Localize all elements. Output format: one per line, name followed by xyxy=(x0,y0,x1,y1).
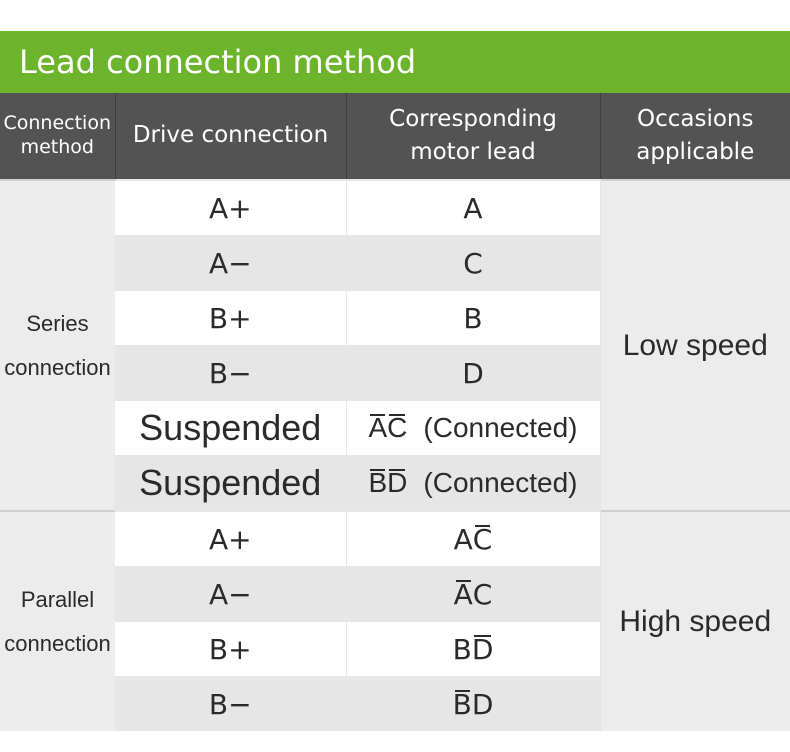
lead-cell: B xyxy=(345,290,600,346)
lead-cell: A xyxy=(345,179,600,236)
lead-note: (Connected) xyxy=(423,412,578,443)
lead-letter: B xyxy=(452,687,472,721)
header-drive-connection: Drive connection xyxy=(114,93,346,180)
page-title: Lead connection method xyxy=(0,31,790,93)
lead-cell: AC xyxy=(345,510,600,567)
lead-letter: B xyxy=(368,467,388,498)
drive-cell: B− xyxy=(115,345,346,401)
lead-letter: B xyxy=(452,632,472,666)
occasion-low-speed: Low speed xyxy=(599,179,790,511)
drive-cell: A+ xyxy=(115,510,346,567)
lead-cell: AC xyxy=(345,566,600,622)
lead-cell: BD (Connected) xyxy=(345,455,600,511)
lead-cell: BD xyxy=(345,621,600,677)
lead-letter: A xyxy=(368,412,388,443)
lead-letter: A xyxy=(453,522,473,556)
lead-cell: D xyxy=(345,345,600,401)
drive-cell: B− xyxy=(115,676,346,731)
table-row: Suspended AC (Connected) xyxy=(0,400,790,456)
lead-note: (Connected) xyxy=(423,467,578,498)
drive-cell: B+ xyxy=(115,621,346,677)
drive-cell: A+ xyxy=(115,179,346,236)
table-row: A− AC xyxy=(0,566,790,622)
lead-letter: C xyxy=(472,522,493,556)
table-row: A− C xyxy=(0,235,790,291)
table-row: Suspended BD (Connected) xyxy=(0,455,790,511)
drive-cell: Suspended xyxy=(115,400,346,456)
lead-letter: D xyxy=(387,467,408,498)
table-row: B− D xyxy=(0,345,790,401)
lead-letter: D xyxy=(471,632,494,666)
table-row: B− BD xyxy=(0,676,790,731)
lead-letter: C xyxy=(472,577,493,611)
table-row: B+ BD xyxy=(0,621,790,677)
lead-letter: C xyxy=(387,412,408,443)
table-row: B+ B xyxy=(0,290,790,346)
lead-cell: AC (Connected) xyxy=(345,400,600,456)
drive-cell: Suspended xyxy=(115,455,346,511)
lead-letter: D xyxy=(471,687,494,721)
lead-cell: BD xyxy=(345,676,600,731)
lead-cell: C xyxy=(345,235,600,291)
drive-cell: A− xyxy=(115,566,346,622)
drive-cell: A− xyxy=(115,235,346,291)
occasion-high-speed: High speed xyxy=(599,510,790,731)
lead-letter: A xyxy=(453,577,473,611)
drive-cell: B+ xyxy=(115,290,346,346)
